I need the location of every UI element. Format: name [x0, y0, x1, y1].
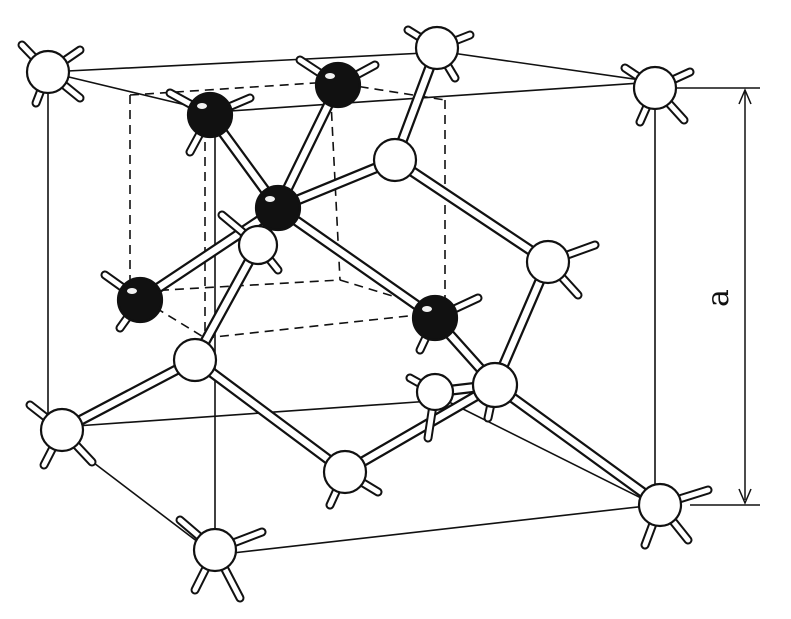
- atom-dark: [411, 294, 459, 342]
- bond: [134, 202, 284, 306]
- dimension-label: a: [701, 289, 736, 307]
- atom-light: [237, 224, 279, 266]
- atom-dark: [116, 276, 164, 324]
- atom-light: [192, 527, 238, 573]
- lattice-constant-dimension: a: [675, 87, 760, 506]
- atom-light: [25, 49, 71, 95]
- atom-light: [172, 337, 218, 383]
- atoms: [25, 25, 683, 573]
- atom-dark: [314, 61, 362, 109]
- bond: [489, 379, 666, 511]
- bond: [189, 354, 351, 478]
- atom-light: [415, 372, 455, 412]
- atom-light: [632, 65, 678, 111]
- atom-dark: [254, 184, 302, 232]
- bonds: [56, 42, 666, 511]
- bond: [272, 202, 441, 324]
- atom-light: [471, 361, 519, 409]
- bond: [339, 379, 501, 478]
- atom-light: [525, 239, 571, 285]
- atom-dark: [186, 91, 234, 139]
- bond: [56, 354, 201, 436]
- atom-light: [322, 449, 368, 495]
- bond: [389, 154, 554, 268]
- atom-light: [637, 482, 683, 528]
- atom-light: [414, 25, 460, 71]
- atom-light: [39, 407, 85, 453]
- atom-light: [372, 137, 418, 183]
